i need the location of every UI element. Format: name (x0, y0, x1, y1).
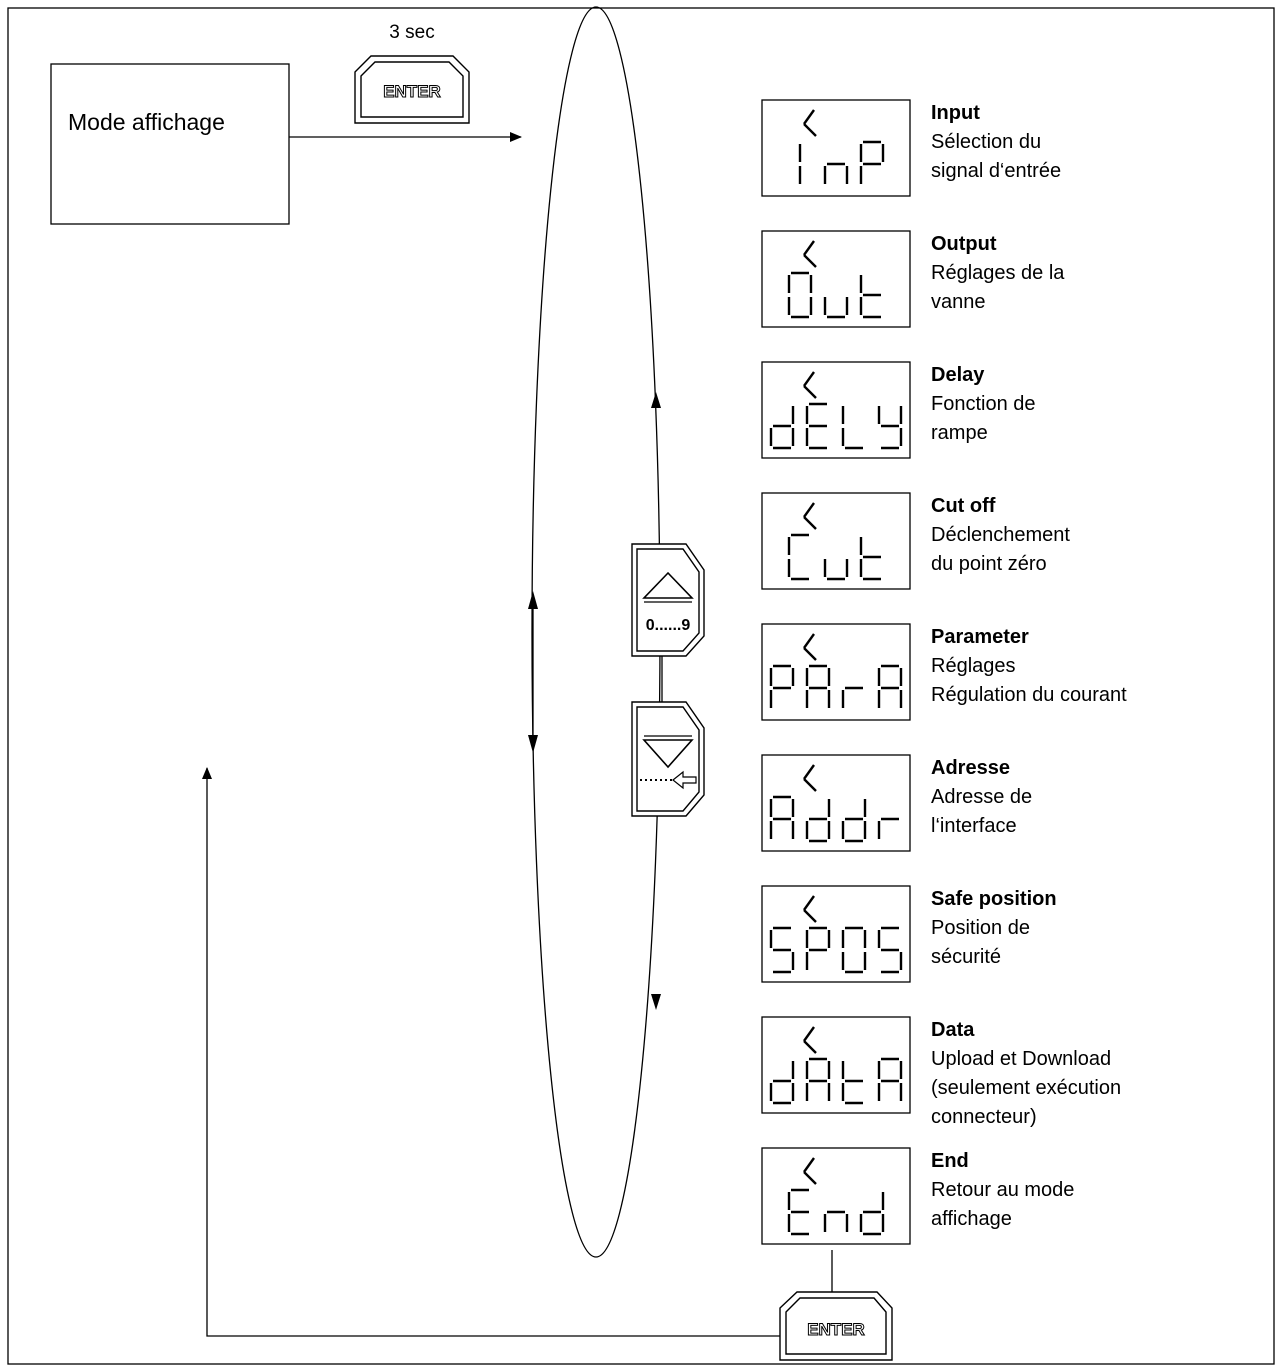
menu-item-description: connecteur) (931, 1106, 1037, 1128)
lcd-panel-cut-off: Cut (761, 492, 911, 590)
lcd-panel-output: Out (761, 230, 911, 328)
menu-item-description: vanne (931, 291, 986, 313)
lcd-panel-adresse: Addr (761, 754, 911, 852)
menu-item-description: Retour au mode (931, 1179, 1074, 1201)
menu-item-description: Position de (931, 917, 1030, 939)
menu-item-description: du point zéro (931, 553, 1047, 575)
menu-item-title: Cut off (931, 495, 996, 517)
menu-item-title: Data (931, 1019, 975, 1041)
up-button[interactable]: 0......9 (631, 543, 705, 657)
down-button[interactable] (631, 701, 705, 817)
menu-item-description: affichage (931, 1208, 1012, 1230)
menu-item-description: Adresse de (931, 786, 1032, 808)
lcd-panel-parameter: PArA (761, 623, 911, 721)
down-triangle-icon (642, 739, 694, 769)
diagram-frame (7, 7, 1275, 1365)
menu-item-description: Déclenchement (931, 524, 1070, 546)
hold-duration-label: 3 sec (389, 22, 434, 43)
menu-item-description: sécurité (931, 946, 1001, 968)
return-arrow (202, 767, 780, 1337)
lcd-panel-safe-position: SPOS (761, 885, 911, 983)
mode-affichage-label: Mode affichage (68, 109, 225, 135)
lcd-panel-end: End (761, 1147, 911, 1245)
menu-item-description: (seulement exécution (931, 1077, 1121, 1099)
lcd-display-text: SPOS (766, 897, 769, 899)
menu-item-description: rampe (931, 422, 988, 444)
lcd-panel-delay: dELY (761, 361, 911, 459)
up-triangle-icon (642, 571, 694, 599)
menu-item-description: l‘interface (931, 815, 1017, 837)
scroll-double-arrow (528, 591, 538, 753)
loop-down-arrow (651, 994, 661, 1010)
up-button-range-label: 0......9 (646, 617, 691, 634)
menu-item-description: Régulation du courant (931, 684, 1127, 706)
menu-item-title: Input (931, 102, 980, 124)
menu-item-title: Adresse (931, 757, 1010, 779)
back-arrow-icon (672, 770, 697, 790)
menu-item-description: Upload et Download (931, 1048, 1111, 1070)
enter-button-bottom[interactable]: ENTER (779, 1291, 893, 1361)
menu-item-title: End (931, 1150, 969, 1172)
enter-button-top[interactable]: 3 sec ENTER (354, 22, 470, 124)
menu-item-title: Output (931, 233, 997, 255)
lcd-panel-input: InP (761, 99, 911, 197)
enter-label-bottom: ENTER (807, 1320, 865, 1339)
mode-affichage-box: Mode affichage (50, 63, 290, 225)
lcd-display-text: dELY (766, 373, 769, 375)
loop-up-arrow (651, 392, 661, 408)
menu-item-description: Réglages de la (931, 262, 1065, 284)
enter-label-top: ENTER (383, 82, 441, 101)
menu-item-title: Safe position (931, 888, 1057, 910)
menu-item-description: signal d‘entrée (931, 160, 1061, 182)
menu-item-title: Delay (931, 364, 985, 386)
menu-item-description: Réglages (931, 655, 1016, 677)
lcd-panel-data: dAtA (761, 1016, 911, 1114)
menu-item-description: Sélection du (931, 131, 1041, 153)
menu-item-title: Parameter (931, 626, 1029, 648)
menu-item-description: Fonction de (931, 393, 1036, 415)
